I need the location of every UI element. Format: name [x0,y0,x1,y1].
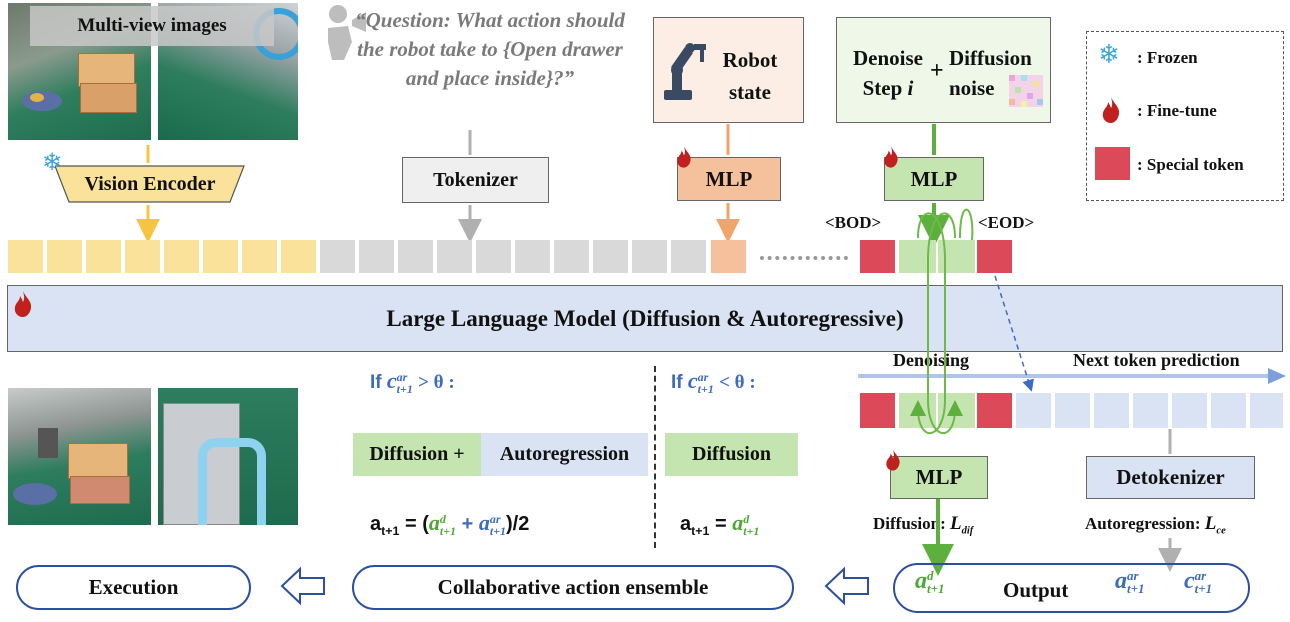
text-token [476,240,511,273]
vision-token [8,240,43,273]
denoising-label: Denoising [893,350,970,370]
tokenizer-box: Tokenizer [402,157,549,203]
cond1-prefix: If [370,372,382,393]
left-arrow-icon [824,566,869,606]
loss-diffusion: Diffusion: Ldif [873,513,974,537]
legend-special-swatch [1095,147,1130,180]
denoise-plus: + [930,58,944,84]
combo-diffusion: Diffusion + [353,433,481,476]
execution-image-left [8,388,151,525]
legend-frozen-icon: ❄ [1098,40,1120,69]
ar-token [1133,393,1168,428]
vision-encoder-label: Vision Encoder [84,172,216,195]
action-token [899,240,936,273]
diffusion-noise-label: Diffusion noise [949,46,1032,100]
ar-token [1055,393,1090,428]
bod-label: <BOD> [825,213,882,232]
ensemble-divider [654,366,656,548]
bod-token [860,393,895,428]
question-text: “Question: What action should the robot … [355,8,625,90]
llm-fire-icon [14,291,32,317]
vision-token [281,240,316,273]
mlp-noise-box: MLP [884,157,984,201]
top-arrows [136,124,950,247]
ellipsis-dots [760,256,848,260]
ar-token [1250,393,1283,428]
text-token [593,240,628,273]
vision-token [203,240,238,273]
bod-token [860,240,895,273]
execution-box: Execution [16,565,251,610]
vision-token [47,240,82,273]
cond1-op: > θ : [418,372,455,393]
cond2-op: < θ : [719,372,756,393]
ar-token [1094,393,1129,428]
eod-token [977,393,1012,428]
text-token [632,240,667,273]
output-label: Output [1003,578,1069,602]
state-token [711,240,746,273]
loss-autoregression: Autoregression: Lce [1085,513,1226,537]
robot-state-label: Robot state [722,48,778,104]
mlp-state-fire-icon [677,146,691,168]
vision-encoder-shape [55,165,245,203]
noise-patch-icon [1009,75,1043,107]
denoise-step-label: Denoise Step i [843,43,933,103]
cond2-prefix: If [671,372,683,393]
diffusion-only-box: Diffusion [665,433,798,476]
vision-token [86,240,121,273]
speaker-person-icon [328,5,366,60]
execution-image-right [158,388,298,525]
collab-ensemble-box: Collaborative action ensemble [352,565,794,610]
images-title: Multi-view images [30,6,274,46]
vision-token [125,240,160,273]
text-token [320,240,355,273]
text-token [359,240,394,273]
ar-token [1172,393,1207,428]
mlp-output-box: MLP [890,456,988,499]
combo-autoregression: Autoregression [481,433,648,476]
eod-label: <EOD> [978,213,1035,232]
legend-box [1086,31,1284,201]
legend-fire-icon [1102,97,1120,123]
mlp-output-fire-icon [886,449,900,471]
llm-bar: Large Language Model (Diffusion & Autore… [7,285,1283,352]
vision-frozen-icon: ❄ [42,149,63,176]
text-token [515,240,550,273]
mlp-noise-fire-icon [884,146,898,168]
text-token [398,240,433,273]
detokenizer-box: Detokenizer [1086,456,1255,499]
text-token [671,240,706,273]
vision-token [242,240,277,273]
text-token [554,240,589,273]
output-box [893,563,1250,613]
left-arrow-icon [280,566,325,606]
mlp-state-box: MLP [677,157,781,201]
legend-special: : Special token [1137,155,1244,174]
vision-token [164,240,199,273]
denoise-step-var: i [907,76,914,100]
eod-token [977,240,1012,273]
legend-frozen: : Frozen [1137,48,1198,67]
diff-ar-combo: Diffusion + Autoregression [353,433,648,476]
denoise-step-text: Denoise Step [853,46,923,100]
legend-finetune: : Fine-tune [1137,101,1217,120]
ar-token [1016,393,1051,428]
progress-arrow [858,368,1286,384]
llm-title: Large Language Model (Diffusion & Autore… [386,305,904,331]
text-token [437,240,472,273]
robot-arm-icon [664,43,706,100]
ar-token [1211,393,1246,428]
next-token-label: Next token prediction [1073,350,1240,370]
